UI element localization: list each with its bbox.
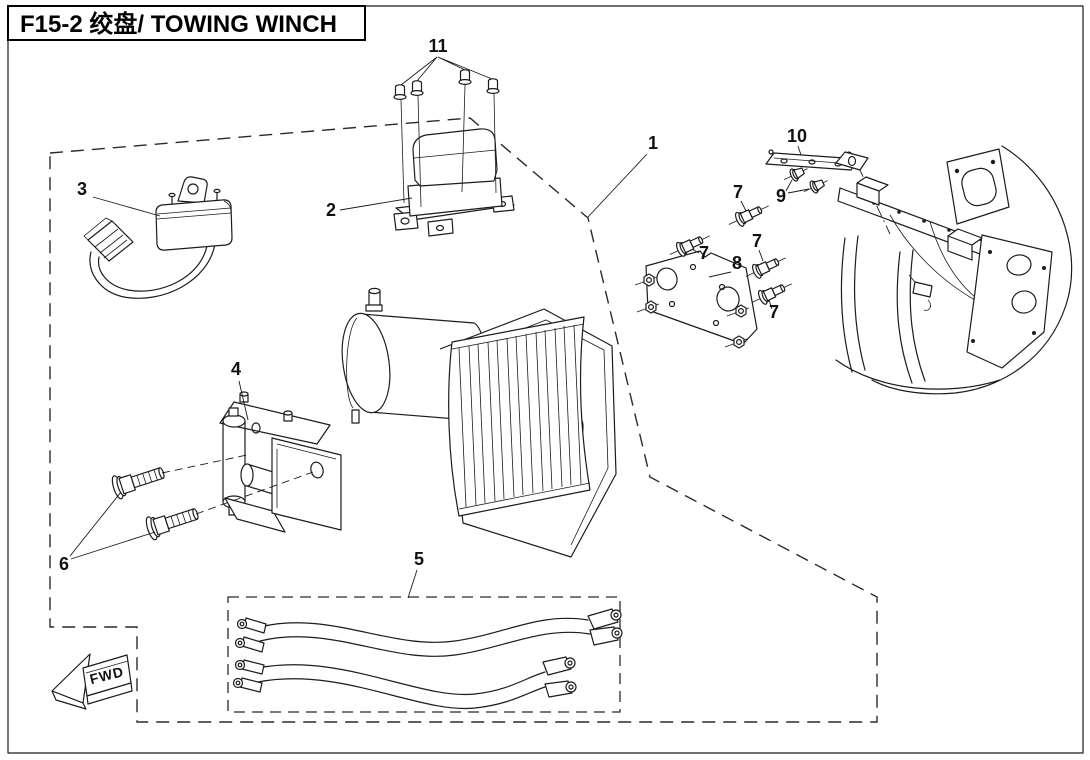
callout-5-leader [407,569,418,599]
callout-3-leader [92,196,161,217]
callout-7b: 7 [699,243,709,263]
switch-body [155,199,233,251]
callout-6: 6 [59,554,69,574]
vehicle-frame-section [835,145,1073,395]
callout-7d: 7 [769,302,779,322]
switch-cable [97,245,208,292]
switch-connector [83,217,134,262]
callout-10: 10 [787,126,807,146]
battery-cable-lower [232,656,577,710]
callout-9: 9 [776,186,786,206]
bracket-side-plate [271,437,342,531]
winch-cable-wraps [458,324,582,508]
callout-1-leader [587,153,648,218]
frame-cut-boundary [871,145,1073,395]
part-mounting-plate [634,250,758,349]
switch-cable-edge [89,243,216,299]
frame-top-bracket [946,148,1010,225]
contactor-lid [412,128,498,187]
frame-braces [889,214,976,301]
callout-2-leader [339,197,413,211]
callout-11-leaders [400,56,493,86]
part-bolt-7c [742,250,790,284]
callout-7c: 7 [752,231,762,251]
part-battery-cables [232,608,623,710]
winch-drum [448,316,591,517]
callout-7-leaders [691,200,773,310]
winch-kit-boundary-dashline [49,117,878,723]
part-bolt-6a [109,460,168,501]
page-border [7,5,1084,754]
contactor-mounting-screws [393,69,500,208]
switch-ear-hole [187,183,199,195]
title-block: F15-2 绞盘/ TOWING WINCH [7,5,366,41]
part-bolt-7a [725,198,773,232]
callout-1: 1 [648,133,658,153]
frame-legs [840,235,933,384]
fwd-arrow: FWD [51,653,133,710]
callout-2: 2 [326,200,336,220]
callout-9-leaders [785,179,810,194]
callout-8: 8 [732,253,742,273]
page-title: F15-2 绞盘/ TOWING WINCH [20,10,337,38]
callout-10-leader [797,145,802,156]
callout-5: 5 [414,549,424,569]
switch-screw-left [168,192,176,206]
title-box [7,5,366,41]
callout-6-leaders [69,491,156,560]
screw-1 [393,84,407,204]
switch-ear [177,176,208,204]
switch-screw-right [213,188,221,202]
part-nut-9b [800,174,831,199]
frame-side-plate [966,234,1053,369]
bolt-alignment-dashes [161,454,314,515]
callout-3: 3 [77,179,87,199]
part-bolt-6b [143,501,202,542]
callout-11: 11 [428,36,447,56]
part-contactor [393,128,515,237]
battery-cable-upper [234,608,623,657]
callout-8-leader [708,271,732,278]
winch-assembly [341,287,617,558]
callout-7a: 7 [733,182,743,202]
cables-group-dashbox [227,596,621,713]
screw-3 [458,69,472,193]
screw-4 [486,78,500,194]
part-fairlead-bracket [219,391,342,533]
callout-4: 4 [231,359,241,379]
part-switch-assembly [83,176,233,299]
frame-bottom-cut [835,359,1001,390]
callout-4-leader [238,380,249,421]
bracket-bottom-arm [224,497,286,533]
bracket-cap-screw [239,391,293,422]
